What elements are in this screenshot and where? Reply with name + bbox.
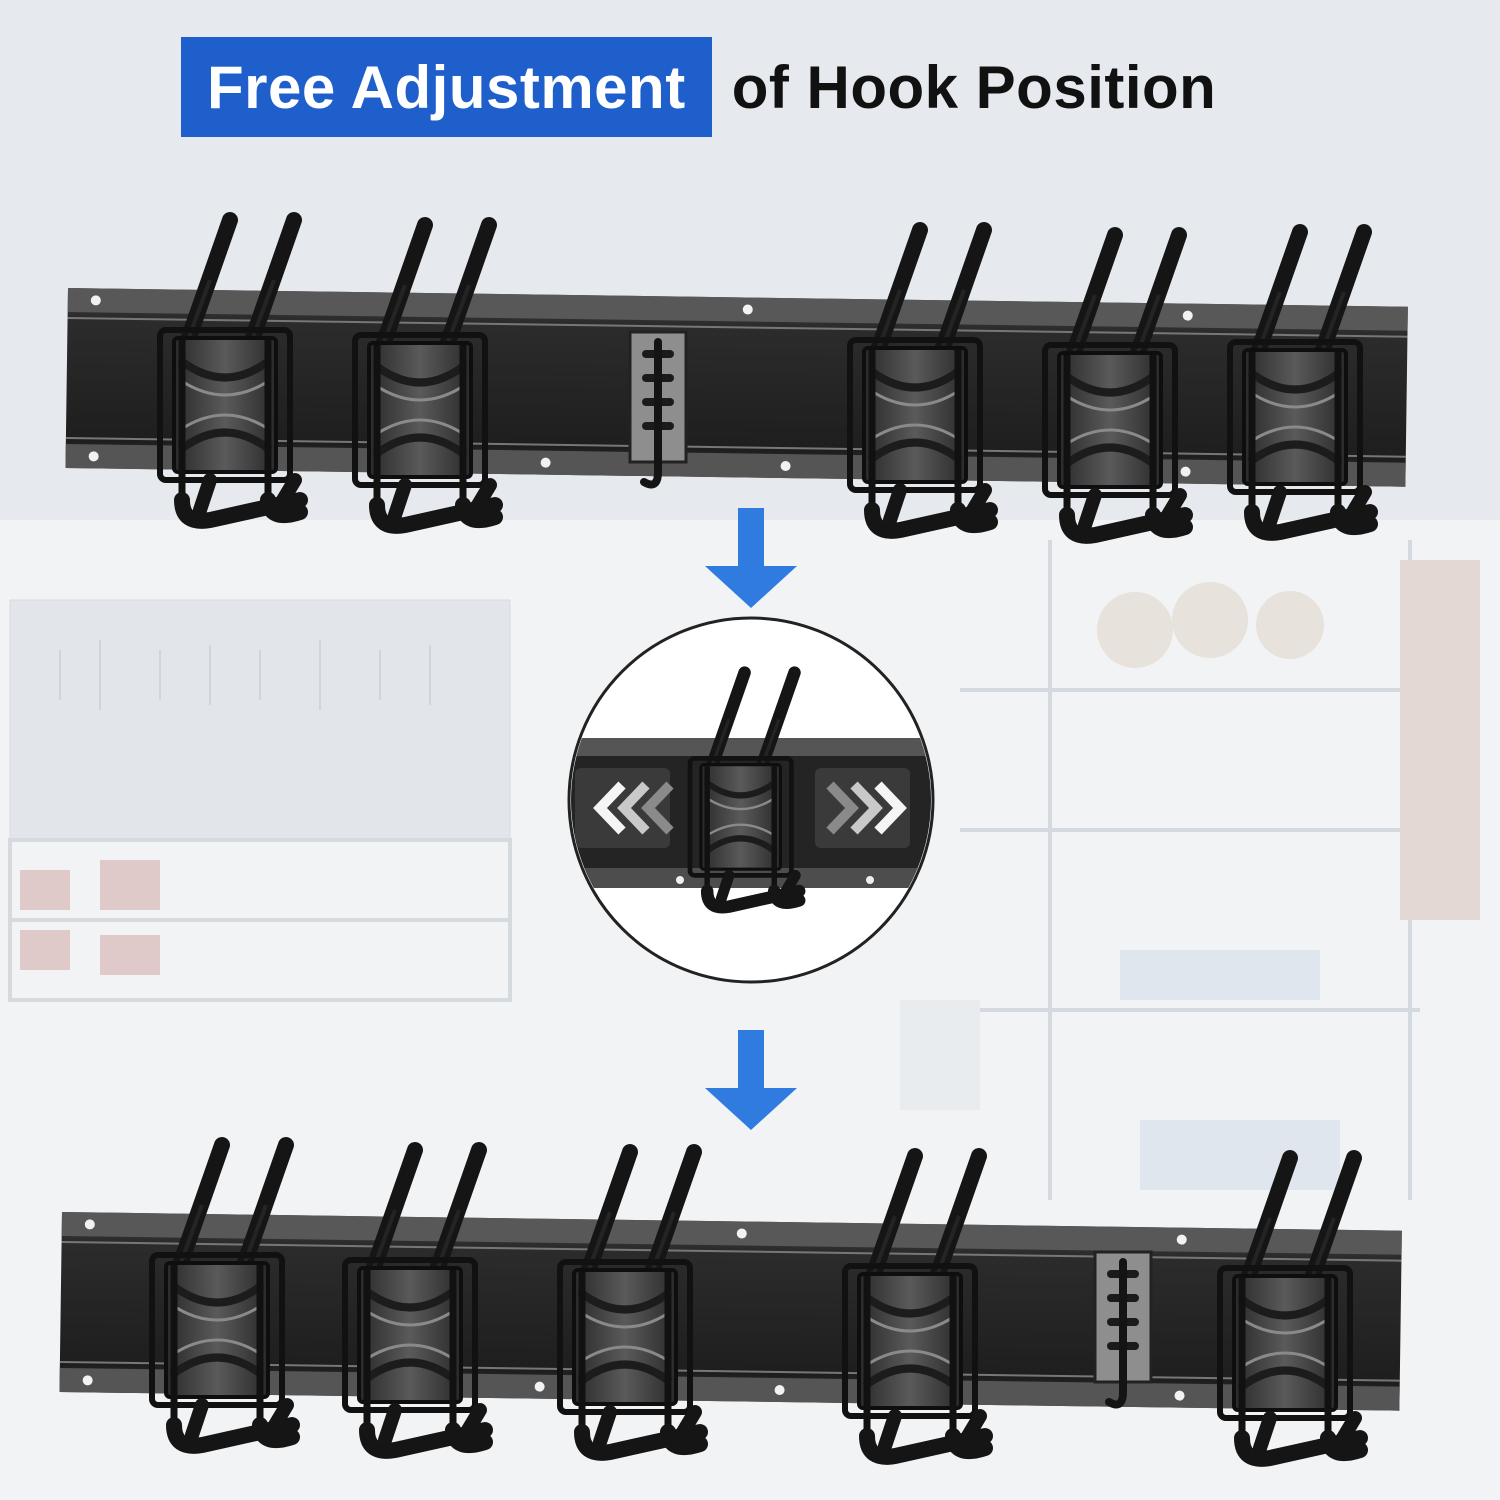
chevron-right-icon bbox=[826, 781, 907, 835]
headline: Free Adjustment of Hook Position bbox=[181, 37, 1216, 137]
headline-highlight: Free Adjustment bbox=[181, 37, 712, 137]
slide-detail-circle bbox=[567, 616, 935, 984]
top-small-hook bbox=[630, 332, 686, 484]
chevron-left-icon bbox=[593, 781, 674, 835]
arrow-down-icon bbox=[705, 1030, 797, 1130]
bottom-small-hook bbox=[1095, 1252, 1151, 1404]
arrow-down-icon bbox=[705, 508, 797, 608]
headline-text: of Hook Position bbox=[731, 53, 1217, 121]
